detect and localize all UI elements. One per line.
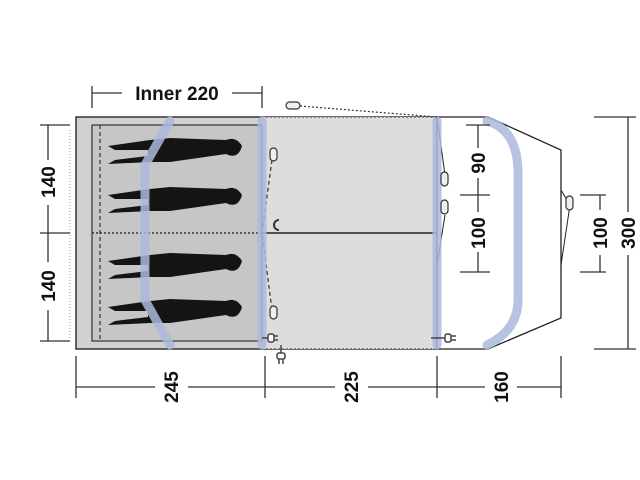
magnet-icon xyxy=(273,219,280,231)
dim-porch-lower-label: 100 xyxy=(469,217,490,249)
pole-inner xyxy=(140,116,175,350)
guy-point-icon xyxy=(440,171,449,187)
dim-inner-label: Inner 220 xyxy=(135,84,218,105)
dim-left-upper-label: 140 xyxy=(39,166,60,198)
guy-point-icon xyxy=(565,195,574,211)
dim-bedroom-label: 245 xyxy=(162,371,183,403)
power-plug-icon xyxy=(262,333,278,343)
person-4 xyxy=(108,299,242,325)
dim-living-label: 225 xyxy=(342,371,363,403)
person-1 xyxy=(108,138,242,164)
pole-porch xyxy=(482,116,523,350)
dimension-lines xyxy=(40,86,636,398)
dim-porch-label: 160 xyxy=(492,371,513,403)
power-plug-icon xyxy=(431,333,456,343)
guy-point-icon xyxy=(285,101,301,110)
guy-point-icon xyxy=(440,199,449,215)
power-plug-icon xyxy=(276,345,286,364)
guy-point-icon xyxy=(269,305,278,320)
dim-porch-upper-label: 90 xyxy=(469,152,490,173)
dim-total-width-label: 300 xyxy=(619,217,640,249)
porch xyxy=(436,116,562,350)
guy-point-icon xyxy=(269,147,278,162)
dim-porch-door-label: 100 xyxy=(591,217,612,249)
dim-left-lower-label: 140 xyxy=(39,270,60,302)
